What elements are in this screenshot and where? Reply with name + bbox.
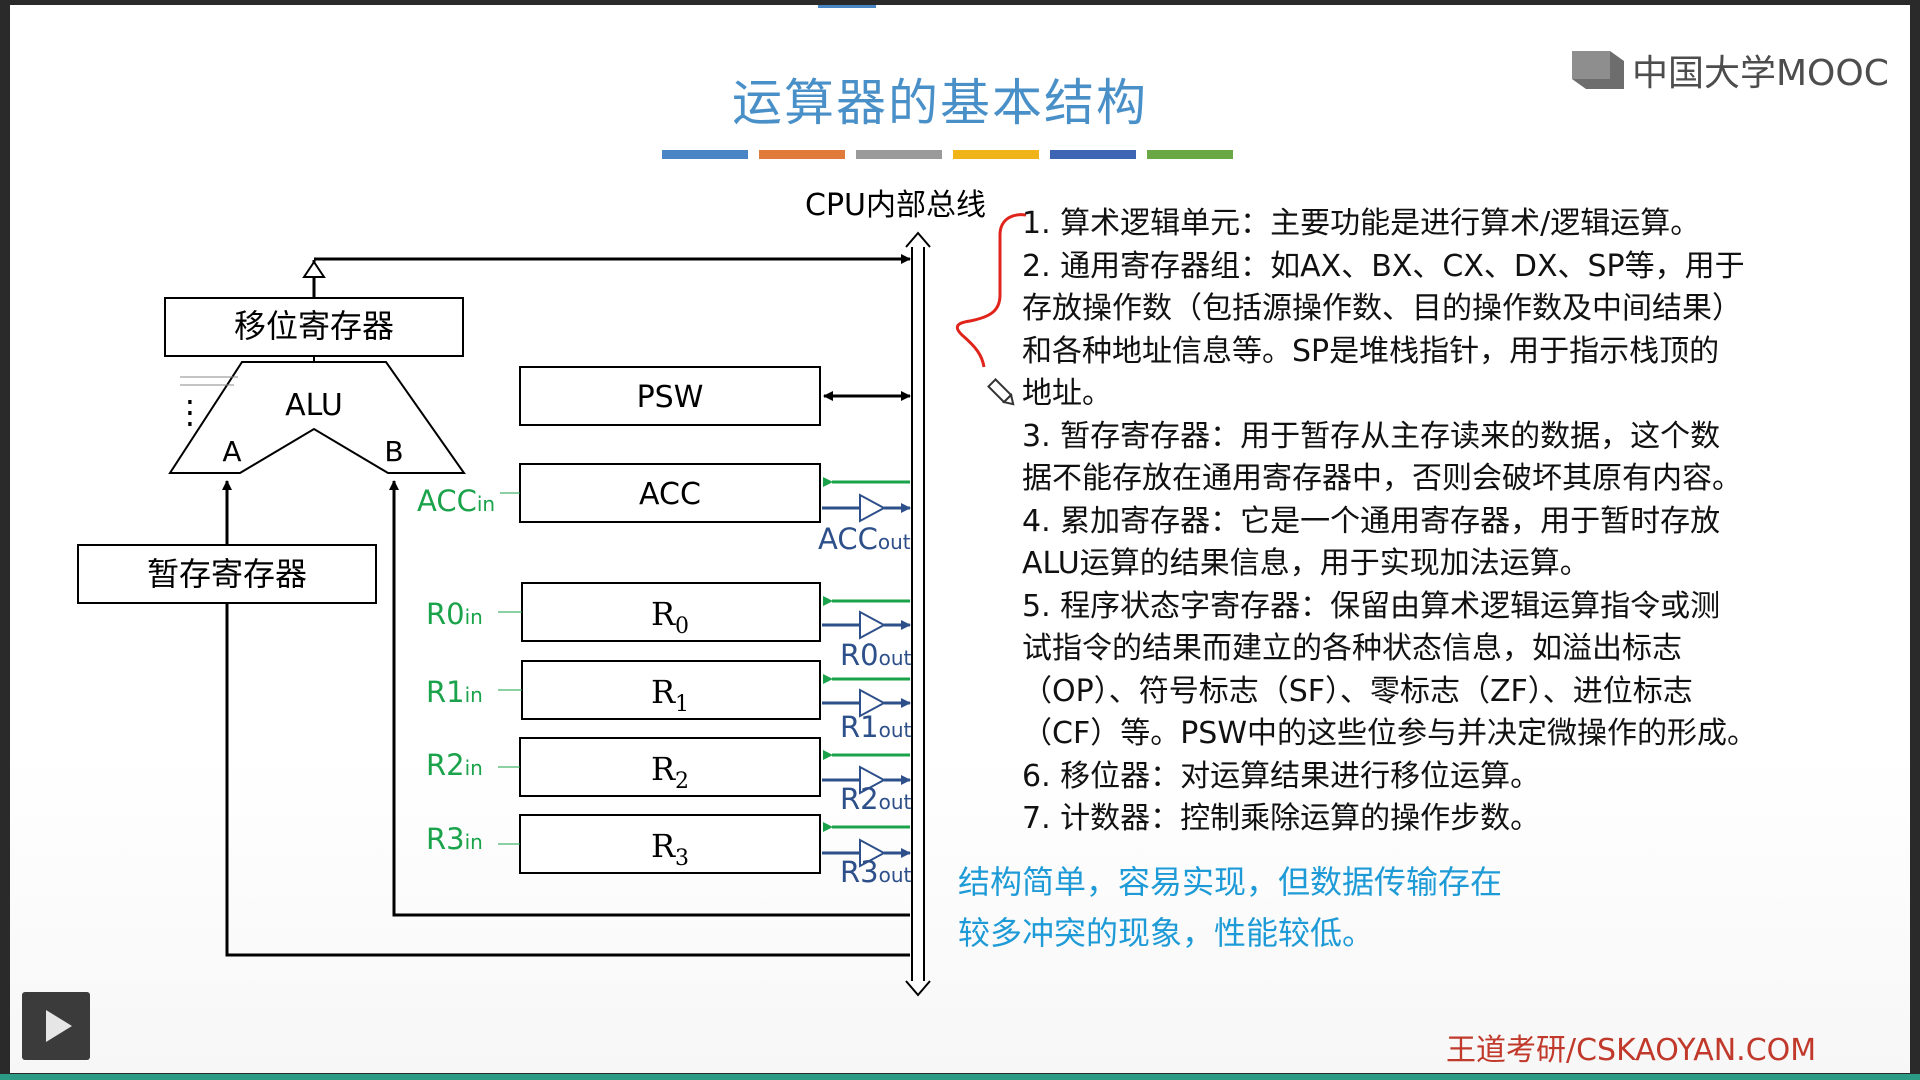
explanation-line: 3. 暂存寄存器：用于暂存从主存读来的数据，这个数 xyxy=(1022,418,1721,454)
acc-out-signal: ACCout xyxy=(818,522,911,556)
r2-label: R2 xyxy=(651,750,689,794)
register-r3: R3 xyxy=(519,814,821,874)
explanation-line: 2. 通用寄存器组：如AX、BX、CX、DX、SP等，用于 xyxy=(1022,248,1745,284)
summary-line: 较多冲突的现象，性能较低。 xyxy=(958,914,1375,952)
explanation-line: 地址。 xyxy=(1022,376,1112,411)
explanation-line: 7. 计数器：控制乘除运算的操作步数。 xyxy=(1022,801,1541,836)
shift-register-label: 移位寄存器 xyxy=(234,307,394,345)
register-r2: R2 xyxy=(519,737,821,797)
explanation-line: ALU运算的结果信息，用于实现加法运算。 xyxy=(1022,546,1590,581)
acc-label: ACC xyxy=(639,477,701,512)
explanation-line: 4. 累加寄存器：它是一个通用寄存器，用于暂时存放 xyxy=(1022,503,1721,539)
r3-in-signal: R3in xyxy=(426,822,483,856)
top-accent xyxy=(818,5,876,8)
mooc-logo-icon xyxy=(1570,49,1626,91)
r2-out-signal: R2out xyxy=(840,782,912,816)
register-r0: R0 xyxy=(521,582,821,642)
slide-title: 运算器的基本结构 xyxy=(732,74,1148,132)
cpu-internal-bus xyxy=(905,231,931,997)
psw-register: PSW xyxy=(519,366,821,426)
footer-brand: 王道考研/CSKAOYAN.COM xyxy=(1446,1033,1817,1068)
stripe-5 xyxy=(1050,150,1136,159)
stripe-3 xyxy=(856,150,942,159)
r1-label: R1 xyxy=(651,673,689,717)
progress-bar[interactable] xyxy=(0,1074,1920,1080)
acc-register: ACC xyxy=(519,463,821,523)
stripe-6 xyxy=(1147,150,1233,159)
temp-register: 暂存寄存器 xyxy=(77,544,377,604)
r3-label: R3 xyxy=(651,827,689,871)
summary-line: 结构简单，容易实现，但数据传输存在 xyxy=(958,863,1503,901)
pencil-icon xyxy=(987,378,1015,406)
explanation-line: 存放操作数（包括源操作数、目的操作数及中间结果） xyxy=(1022,291,1742,326)
alu-structure-diagram: CPU内部总线 移位寄存器 ALU A B ⋮ xyxy=(77,188,1027,997)
explanation-line: 5. 程序状态字寄存器：保留由算术逻辑运算指令或测 xyxy=(1022,588,1721,624)
explanation-line: 试指令的结果而建立的各种状态信息，如溢出标志 xyxy=(1022,631,1682,666)
explanation-text: 1. 算术逻辑单元：主要功能是进行算术/逻辑运算。 2. 通用寄存器组：如AX、… xyxy=(1022,203,1892,841)
annotation-brace xyxy=(955,213,1027,368)
alu-unit: ALU A B ⋮ xyxy=(168,361,466,474)
acc-in-signal: ACCin xyxy=(417,484,495,518)
r1-in-signal: R1in xyxy=(426,675,483,709)
explanation-line: 和各种地址信息等。SP是堆栈指针，用于指示栈顶的 xyxy=(1022,333,1720,369)
explanation-line: 1. 算术逻辑单元：主要功能是进行算术/逻辑运算。 xyxy=(1022,206,1701,241)
play-button[interactable] xyxy=(22,992,90,1060)
slide: 运算器的基本结构 中国大学MOOC xyxy=(10,5,1910,1073)
psw-label: PSW xyxy=(637,380,704,415)
r0-in-signal: R0in xyxy=(426,597,483,631)
bus-label: CPU内部总线 xyxy=(805,188,986,223)
r3-out-signal: R3out xyxy=(840,855,912,889)
mooc-logo: 中国大学MOOC xyxy=(1570,45,1889,95)
mooc-logo-text: 中国大学MOOC xyxy=(1632,53,1889,94)
stripe-1 xyxy=(662,150,748,159)
alu-label: ALU xyxy=(285,388,343,423)
stripe-4 xyxy=(953,150,1039,159)
color-stripe xyxy=(662,150,1233,159)
explanation-line: 据不能存放在通用寄存器中，否则会破坏其原有内容。 xyxy=(1022,461,1742,496)
register-r1: R1 xyxy=(521,660,821,720)
explanation-line: 6. 移位器：对运算结果进行移位运算。 xyxy=(1022,758,1541,794)
temp-register-label: 暂存寄存器 xyxy=(147,555,307,593)
stripe-2 xyxy=(759,150,845,159)
alu-port-b: B xyxy=(384,435,403,468)
explanation-line: （OP）、符号标志（SF）、零标志（ZF）、进位标志 xyxy=(1022,673,1693,709)
shift-register: 移位寄存器 xyxy=(164,297,464,357)
r0-label: R0 xyxy=(651,595,689,639)
r0-out-signal: R0out xyxy=(840,638,912,672)
summary-text: 结构简单，容易实现，但数据传输存在 较多冲突的现象，性能较低。 xyxy=(958,857,1598,959)
alu-dots: ⋮ xyxy=(174,393,206,431)
r2-in-signal: R2in xyxy=(426,748,483,782)
alu-port-a: A xyxy=(222,435,241,468)
r1-out-signal: R1out xyxy=(840,710,912,744)
explanation-line: （CF）等。PSW中的这些位参与并决定微操作的形成。 xyxy=(1022,716,1757,751)
